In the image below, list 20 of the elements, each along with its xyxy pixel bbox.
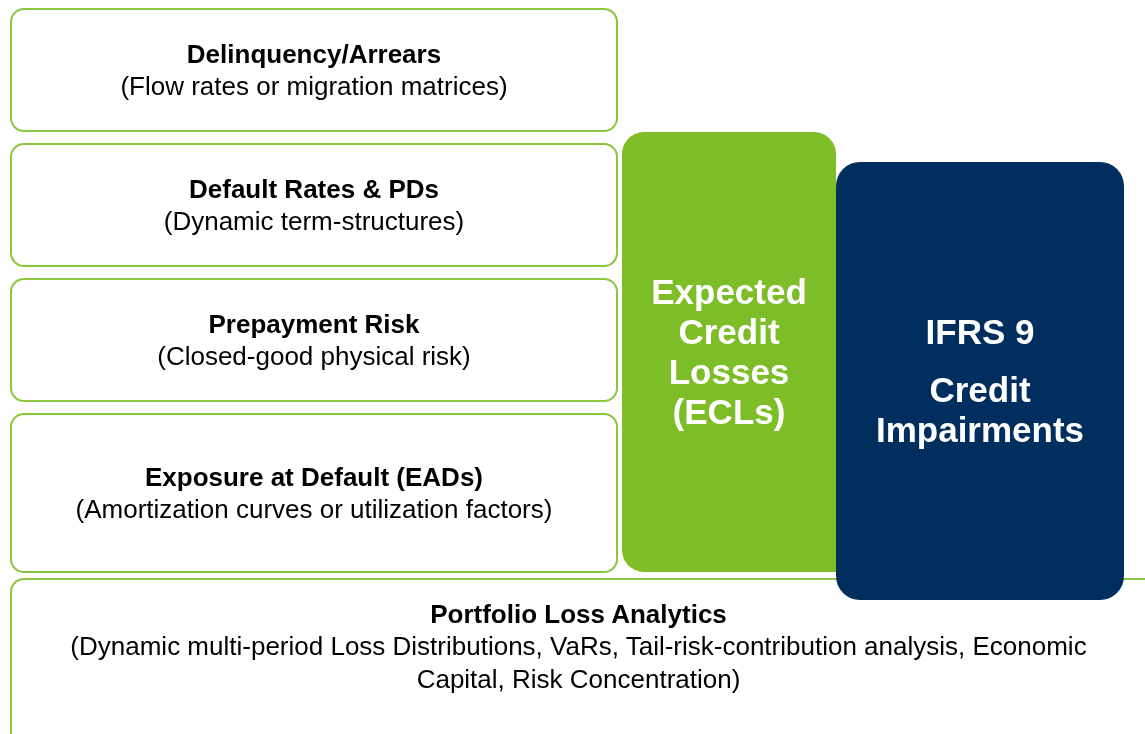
- box-description: (Dynamic multi-period Loss Distributions, VaRs, Tail-risk-contribution analysis, Economic Capital, Risk Concentration): [69, 630, 1088, 696]
- box-title: Credit Impairments: [874, 370, 1086, 450]
- box-heading: Delinquency/Arrears: [186, 37, 442, 70]
- box-title: Expected Credit Losses (ECLs): [650, 272, 808, 432]
- box-description: (Amortization curves or utilization factors): [74, 492, 554, 526]
- info-box: [10, 578, 1145, 734]
- box-heading: Portfolio Loss Analytics: [429, 598, 728, 630]
- box-description: (Closed-good physical risk): [157, 339, 471, 373]
- box-description: (Dynamic term-structures): [163, 204, 465, 238]
- box-heading: Default Rates & PDs: [189, 172, 439, 205]
- info-box: [10, 143, 618, 267]
- box-heading: Exposure at Default (EADs): [144, 460, 484, 493]
- info-box: [10, 413, 618, 573]
- result-box: [622, 132, 836, 572]
- info-box: [10, 278, 618, 402]
- box-title: IFRS 9: [925, 312, 1035, 352]
- box-description: (Flow rates or migration matrices): [120, 69, 508, 103]
- box-heading: Prepayment Risk: [208, 307, 420, 340]
- info-box: [10, 8, 618, 132]
- result-box: [836, 162, 1124, 600]
